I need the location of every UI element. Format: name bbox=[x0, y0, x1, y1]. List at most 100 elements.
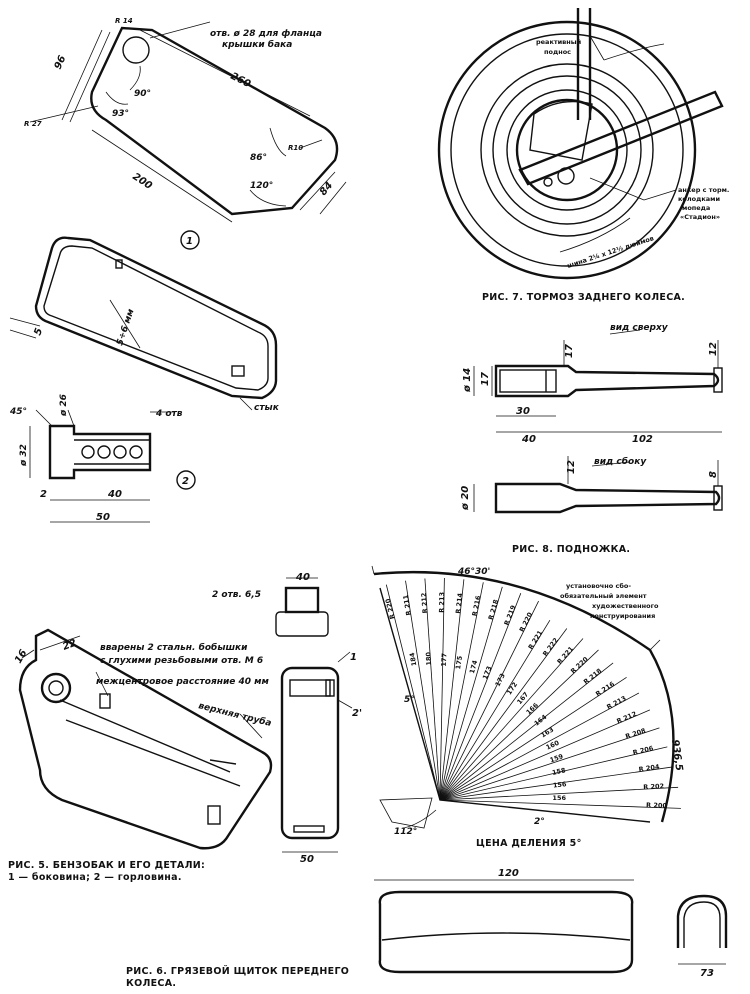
fan-radius-label: R 220 bbox=[518, 611, 535, 634]
fan-radius-label: R 214 bbox=[454, 592, 464, 614]
fan-ray bbox=[439, 586, 503, 801]
angle-120: 120° bbox=[250, 181, 273, 191]
fan-ray bbox=[439, 582, 484, 801]
strip-dim-73: 73 bbox=[700, 968, 714, 979]
arc-length-label: 936,5 bbox=[669, 739, 684, 772]
joint-label: стык bbox=[254, 403, 280, 413]
dim-84: 84 bbox=[318, 180, 335, 198]
fan-radius-label: R 220 bbox=[384, 597, 397, 620]
fig8-dim-d20: ø 20 bbox=[460, 486, 471, 511]
angle-112-label: 112° bbox=[394, 827, 417, 837]
fan-ray bbox=[439, 577, 445, 801]
fan-chord-label: 160 bbox=[545, 739, 561, 752]
fan-chord-label: 174 bbox=[468, 659, 479, 675]
assembly-note-1: вварены 2 стальн. бобышки bbox=[100, 642, 248, 653]
r27-label: R 27 bbox=[24, 120, 42, 128]
fan-chord-label: 156 bbox=[553, 780, 568, 789]
neck-holes: 4 отв bbox=[155, 409, 183, 419]
fan-chord-label: 172 bbox=[505, 681, 519, 697]
anchor-label-3: мопеда bbox=[682, 204, 710, 212]
fan-ray bbox=[439, 649, 599, 801]
fan-chord-label: 159 bbox=[549, 752, 565, 764]
fig8-dim-12b: 12 bbox=[566, 460, 577, 474]
fan-radius-label: R 213 bbox=[605, 694, 627, 711]
fan-radius-label: R 211 bbox=[402, 594, 413, 616]
dim-260: 260 bbox=[229, 71, 253, 90]
fan-chord-label: 184 bbox=[408, 651, 418, 666]
part-marker-1 bbox=[180, 230, 200, 250]
fig8-dim-102: 102 bbox=[632, 434, 653, 445]
fig8-dim-12a: 12 bbox=[708, 342, 719, 356]
anchor-label-4: «Стадион» bbox=[680, 213, 720, 221]
fan-radius-label: R 216 bbox=[594, 680, 616, 698]
fig7-caption: РИС. 7. ТОРМОЗ ЗАДНЕГО КОЛЕСА. bbox=[482, 292, 685, 303]
neck-d26: ø 26 bbox=[59, 394, 69, 417]
fan-ray bbox=[439, 593, 522, 801]
fan-radius-label: R 200 bbox=[646, 801, 668, 810]
fig6-caption-2: КОЛЕСА. bbox=[126, 978, 176, 989]
fan-chord-label: 175 bbox=[454, 655, 464, 670]
end-holes: 2 отв. 6,5 bbox=[212, 590, 261, 600]
fan-radius-label: R 221 bbox=[555, 645, 575, 666]
tank-assembly bbox=[18, 628, 273, 850]
fan-chord-label: 158 bbox=[551, 766, 566, 777]
fan-radius-label: R 202 bbox=[643, 782, 664, 791]
fan-radius-label: R 222 bbox=[541, 636, 560, 658]
strip-dim-120: 120 bbox=[498, 868, 519, 879]
mudguard-strip bbox=[374, 879, 728, 974]
fan-rays bbox=[385, 577, 681, 809]
fig5-caption-2: 1 — боковина; 2 — горловина. bbox=[8, 872, 182, 883]
fig5-caption-1: РИС. 5. БЕНЗОБАК И ЕГО ДЕТАЛИ: bbox=[8, 860, 205, 871]
angle-86: 86° bbox=[250, 153, 267, 163]
fan-radius-label: R 218 bbox=[582, 667, 604, 687]
part-marker-2 bbox=[176, 470, 196, 490]
angle-top-label: 46°30' bbox=[457, 567, 490, 577]
fan-radius-label: R 219 bbox=[503, 604, 518, 627]
hole-note-1: отв. ø 28 для фланца bbox=[210, 29, 322, 39]
fan-ray bbox=[439, 709, 651, 801]
top-view-label: вид сверху bbox=[610, 323, 669, 333]
fan-ray bbox=[385, 584, 441, 801]
end-dim-50: 50 bbox=[300, 854, 314, 865]
side-view-label: вид сбоку bbox=[594, 456, 647, 467]
fan-radius-label: R 212 bbox=[420, 592, 429, 613]
fan-radius-label: R 206 bbox=[632, 744, 655, 757]
angle-5-label: 5° bbox=[404, 695, 415, 705]
fan-radius-label: R 220 bbox=[569, 655, 590, 675]
fan-ray bbox=[439, 600, 539, 801]
fan-radius-label: R 204 bbox=[638, 763, 660, 774]
fan-chord-label: 177 bbox=[440, 653, 449, 667]
division-label: ЦЕНА ДЕЛЕНИЯ 5° bbox=[476, 838, 582, 849]
tank-end-view bbox=[275, 577, 353, 853]
anchor-label-1: анкер с торм. bbox=[678, 186, 729, 194]
fan-radius-label: R 212 bbox=[615, 710, 637, 726]
end-mark-2: 2' bbox=[352, 708, 362, 719]
fan-chord-label: 166 bbox=[525, 701, 541, 716]
fan-ray bbox=[439, 638, 584, 801]
part-1-marker-text: 1 bbox=[186, 236, 193, 247]
fan-radius-label: R 213 bbox=[438, 592, 446, 613]
fan-radius-label: R 208 bbox=[624, 726, 647, 740]
fan-ray bbox=[439, 676, 627, 801]
fan-note-3: художественного bbox=[592, 602, 659, 610]
fan-ray bbox=[439, 786, 679, 801]
fan-radius-label: R 218 bbox=[487, 598, 501, 621]
fan-ray bbox=[439, 579, 465, 801]
fan-chord-label: 173 bbox=[494, 672, 507, 688]
angle-2-label: 2° bbox=[534, 817, 545, 827]
angle-90: 90° bbox=[134, 89, 151, 99]
footrest-side-view bbox=[473, 456, 723, 514]
tank-neck-part bbox=[29, 409, 196, 523]
fan-note-1: установочно сбо- bbox=[566, 582, 631, 590]
fig6-caption-1: РИС. 6. ГРЯЗЕВОЙ ЩИТОК ПЕРЕДНЕГО bbox=[126, 965, 349, 977]
fan-chord-label: 180 bbox=[424, 651, 433, 666]
fan-ray bbox=[424, 578, 441, 801]
fan-ray bbox=[439, 746, 668, 801]
fan-ray bbox=[439, 662, 614, 801]
dim-96: 96 bbox=[53, 54, 69, 71]
fig8-dim-8: 8 bbox=[708, 471, 719, 478]
fan-ray bbox=[439, 692, 640, 801]
neck-d32: ø 32 bbox=[19, 444, 29, 467]
